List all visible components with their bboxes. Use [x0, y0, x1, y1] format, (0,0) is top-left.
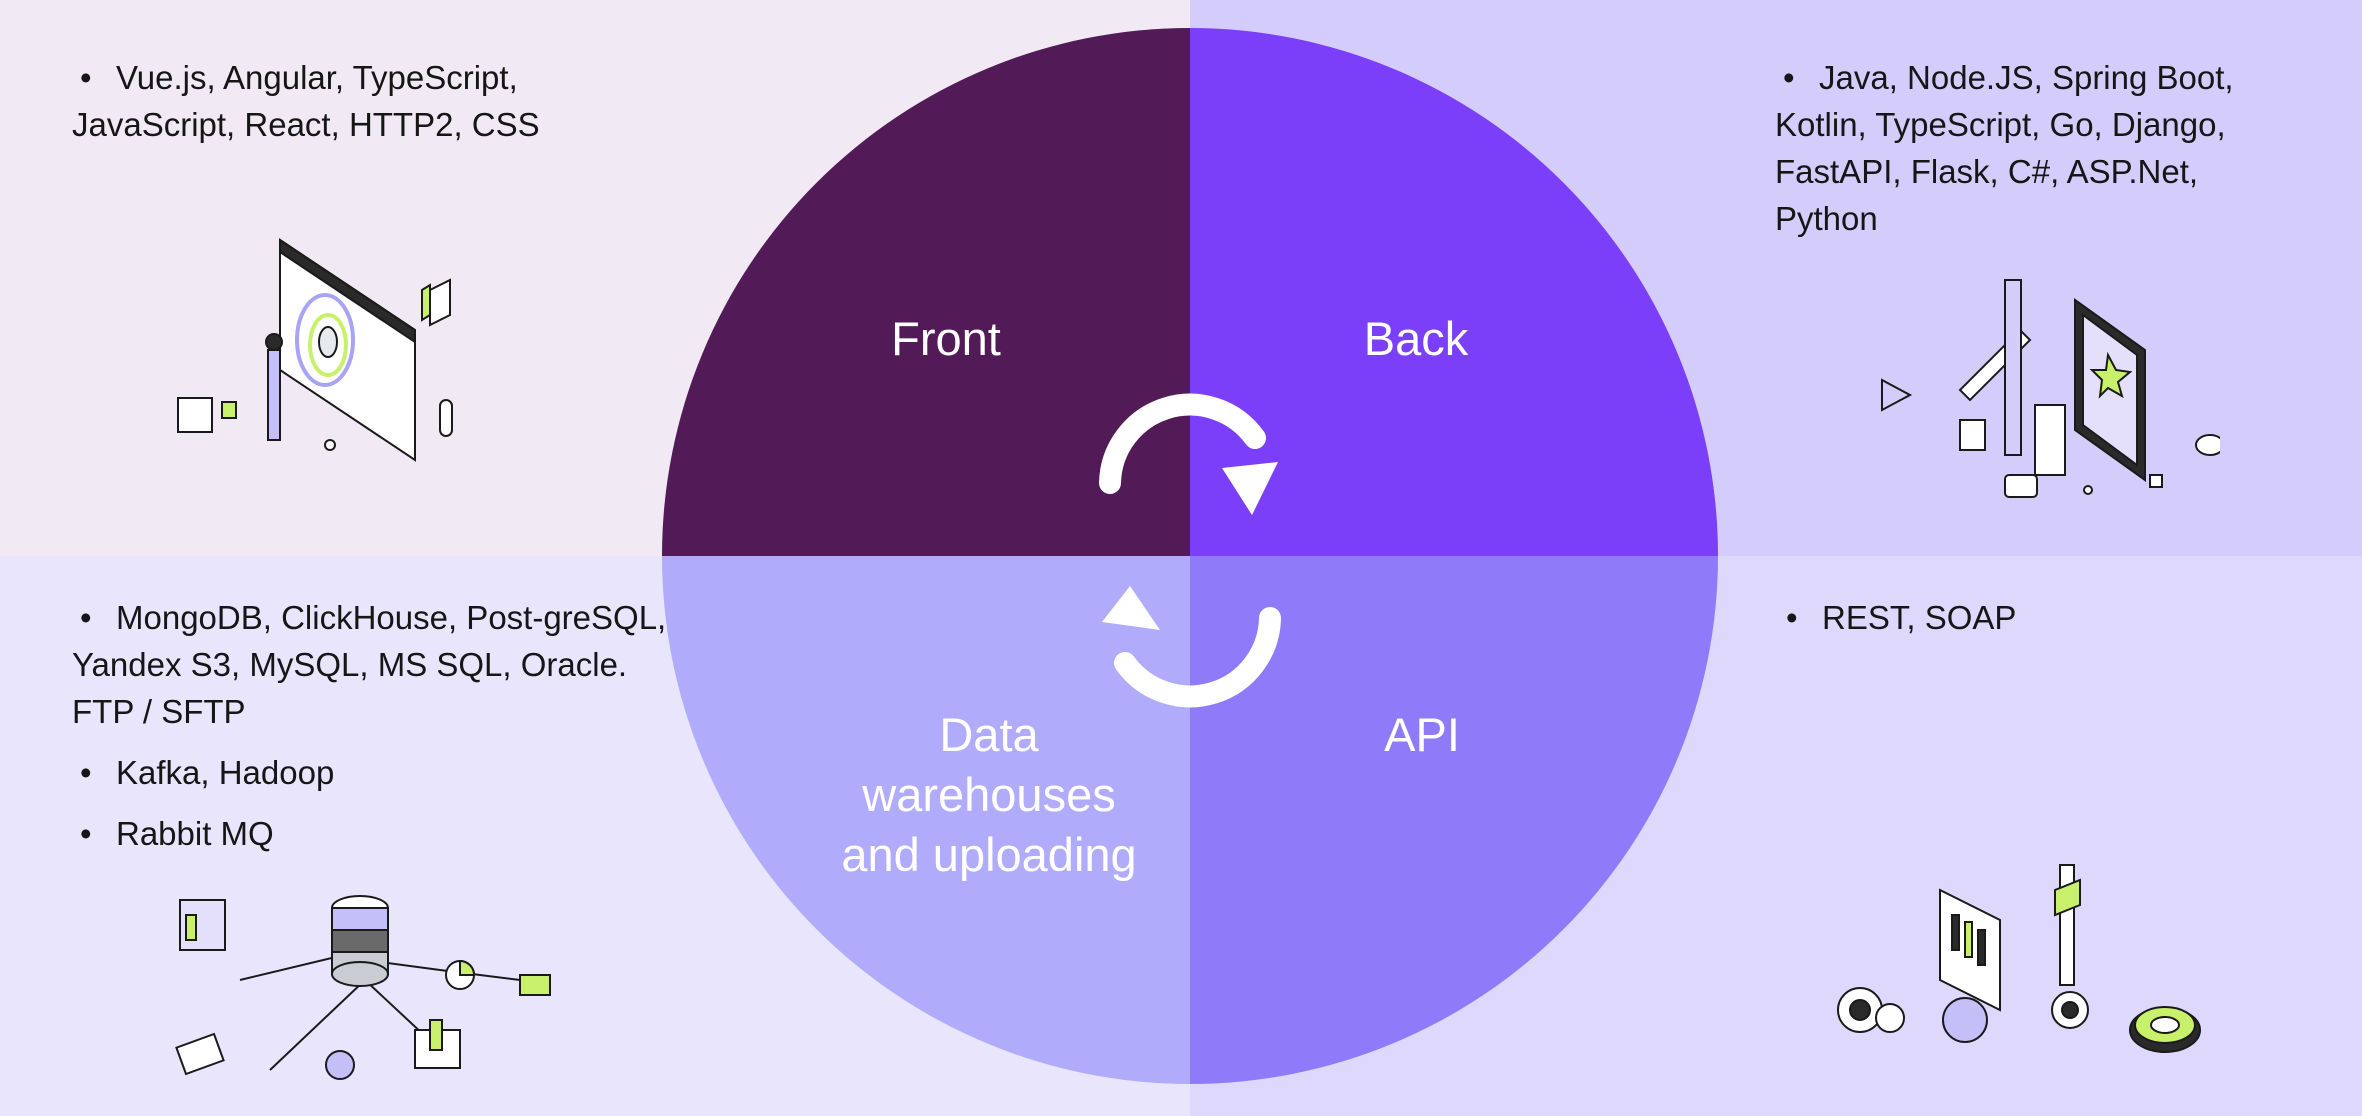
arrowhead-up-icon: [1102, 586, 1160, 630]
item-text: Vue.js, Angular, TypeScript, JavaScript,…: [72, 59, 540, 143]
label-line: warehouses: [862, 768, 1116, 821]
backend-illustration: [1881, 279, 2220, 498]
segment-label-front: Front: [891, 312, 1001, 365]
data-tech-list: •MongoDB, ClickHouse, Post-greSQL, Yande…: [72, 594, 672, 871]
list-item: •Java, Node.JS, Spring Boot, Kotlin, Typ…: [1775, 54, 2295, 242]
item-text: MongoDB, ClickHouse, Post-greSQL, Yandex…: [72, 599, 667, 730]
item-text: REST, SOAP: [1822, 599, 2017, 636]
segment-label-data: Data warehouses and uploading: [841, 705, 1136, 885]
item-text: Rabbit MQ: [116, 815, 274, 852]
front-tech-list: •Vue.js, Angular, TypeScript, JavaScript…: [72, 54, 592, 162]
bullet: •: [80, 59, 92, 96]
database-illustration: [175, 895, 551, 1080]
segment-front: [662, 28, 1190, 556]
item-text: Kafka, Hadoop: [116, 754, 335, 791]
cycle-arrows-icon: [1099, 393, 1281, 708]
frontend-illustration: [177, 238, 453, 462]
bullet: •: [80, 754, 92, 791]
arrowhead-down-icon: [1222, 462, 1278, 515]
bullet: •: [1786, 599, 1798, 636]
list-item: •Vue.js, Angular, TypeScript, JavaScript…: [72, 54, 592, 148]
api-tech-list: • REST, SOAP: [1778, 594, 2278, 655]
list-item: • Rabbit MQ: [72, 810, 672, 857]
segment-label-back: Back: [1363, 312, 1469, 365]
list-item: • REST, SOAP: [1778, 594, 2278, 641]
label-line: and uploading: [841, 828, 1137, 881]
segment-api: [1190, 556, 1718, 1084]
bullet: •: [80, 815, 92, 852]
api-illustration: [1837, 864, 2201, 1053]
segment-back: [1190, 28, 1718, 556]
list-item: •MongoDB, ClickHouse, Post-greSQL, Yande…: [72, 594, 672, 735]
back-tech-list: •Java, Node.JS, Spring Boot, Kotlin, Typ…: [1775, 54, 2295, 256]
item-text: Java, Node.JS, Spring Boot, Kotlin, Type…: [1775, 59, 2234, 237]
list-item: • Kafka, Hadoop: [72, 749, 672, 796]
segment-label-api: API: [1384, 708, 1460, 761]
segment-data: [662, 556, 1190, 1084]
label-line: Data: [939, 708, 1039, 761]
bullet: •: [80, 599, 92, 636]
bullet: •: [1783, 59, 1795, 96]
